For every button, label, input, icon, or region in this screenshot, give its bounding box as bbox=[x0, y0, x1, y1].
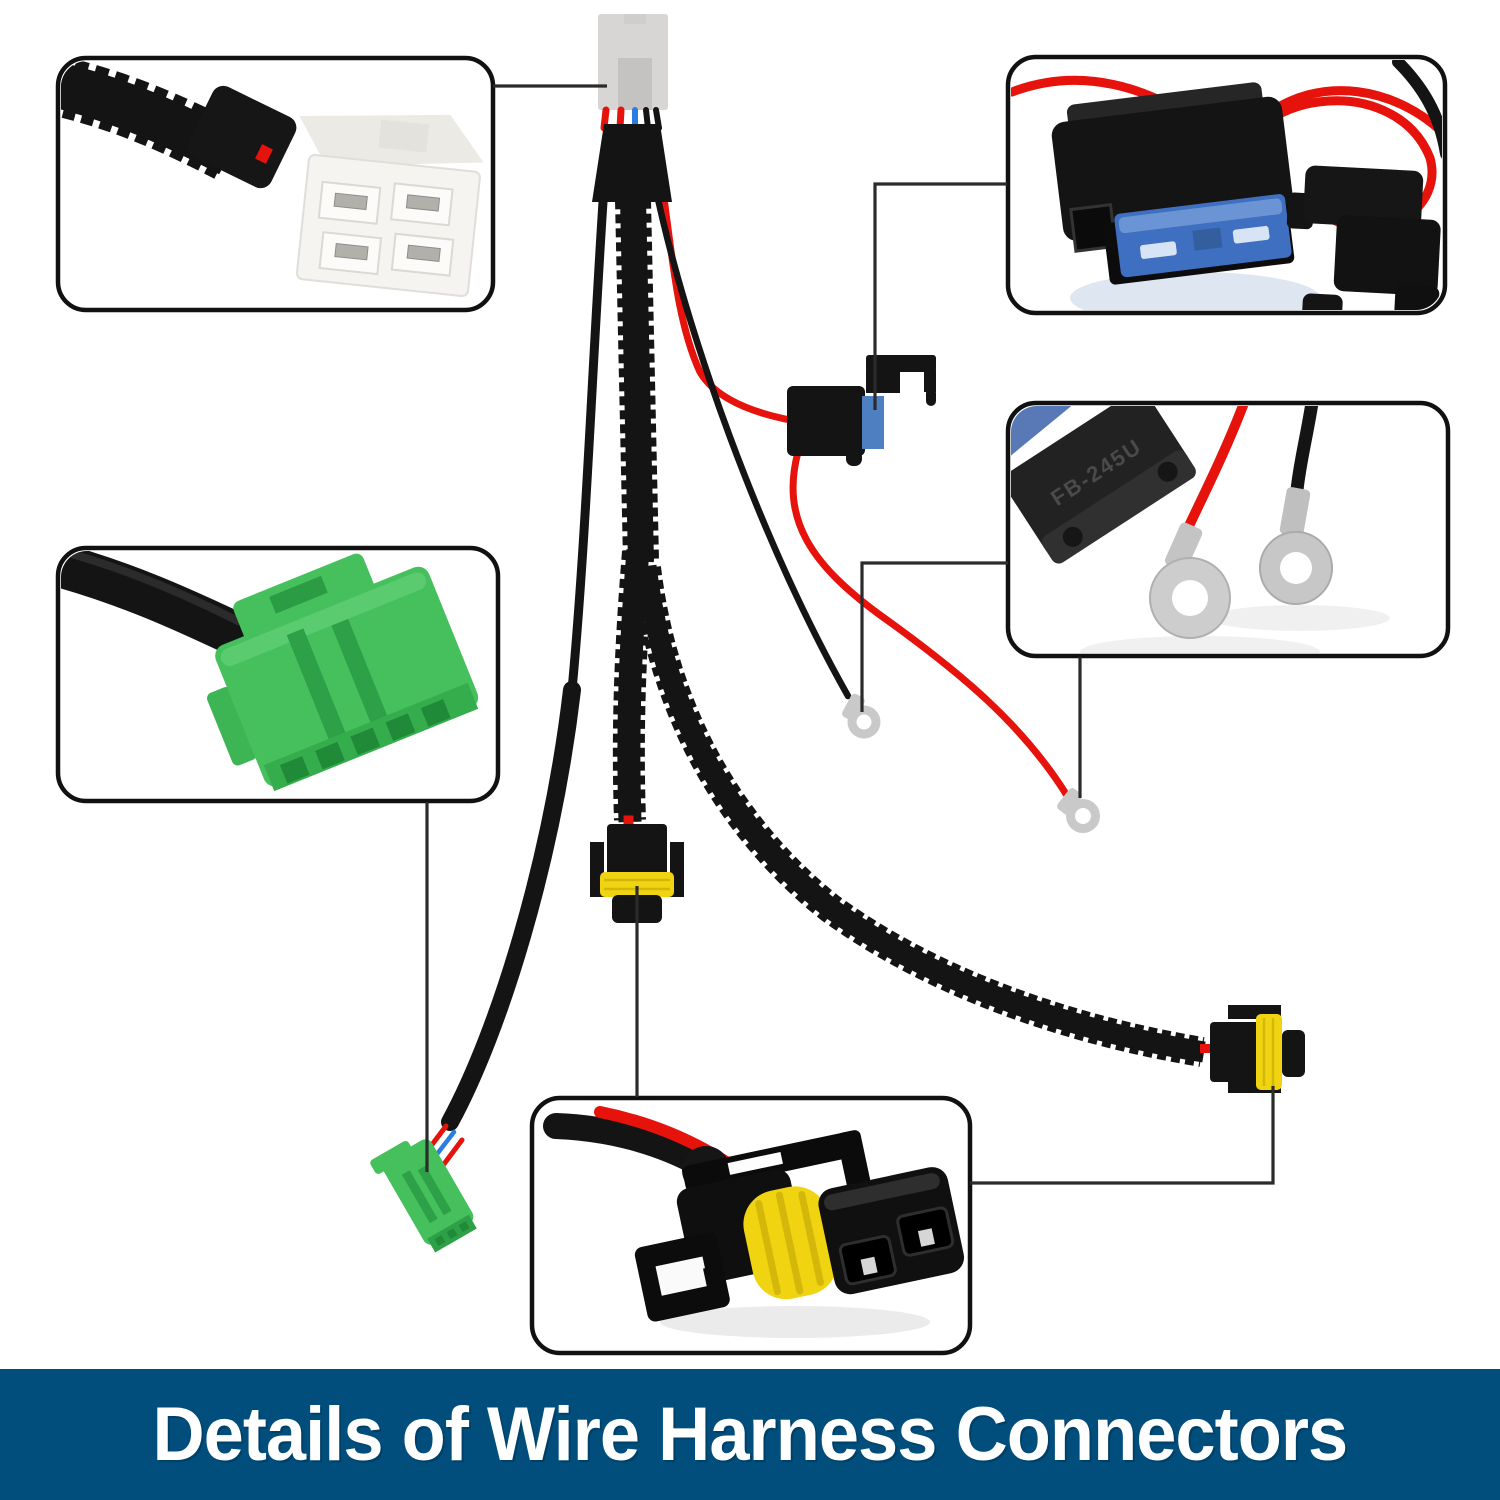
callout-line-ring1 bbox=[860, 561, 1008, 712]
photo-ring-terminals: FB-245U bbox=[1011, 406, 1390, 653]
banner-title: Details of Wire Harness Connectors bbox=[152, 1392, 1349, 1477]
title-banner: Details of Wire Harness Connectors bbox=[0, 1369, 1500, 1500]
relay bbox=[787, 386, 865, 466]
tape-wrap-cone bbox=[592, 124, 672, 202]
bulb-socket-right bbox=[1200, 1005, 1305, 1093]
photo-4pin-connector bbox=[61, 61, 484, 298]
callout-fuse-holder bbox=[1005, 54, 1448, 316]
ring-terminal-black bbox=[842, 693, 881, 739]
black-wire-to-ring1 bbox=[651, 181, 852, 700]
green-connector-end bbox=[370, 1123, 477, 1253]
photo-fuse-holder bbox=[1011, 60, 1442, 310]
wire-to-green-connector bbox=[441, 197, 608, 1131]
harness bbox=[370, 14, 1305, 1253]
blue-fuse bbox=[862, 396, 884, 449]
main-loom bbox=[615, 197, 659, 563]
red-wire-to-ring2 bbox=[789, 448, 1070, 798]
loom-branch-right bbox=[631, 564, 1206, 1067]
callout-line-socket-right bbox=[970, 1086, 1275, 1185]
callout-bulb-socket bbox=[529, 1095, 973, 1356]
callout-ring-terminals: FB-245U bbox=[1005, 400, 1451, 659]
photo-green-connector bbox=[61, 551, 479, 792]
white-connector-top bbox=[598, 14, 668, 110]
callout-green-connector bbox=[55, 545, 501, 804]
bulb-socket-center bbox=[590, 815, 684, 923]
callout-4pin-connector bbox=[55, 55, 496, 313]
ring-terminal-red bbox=[1057, 788, 1100, 833]
photo-bulb-socket bbox=[543, 1106, 965, 1338]
callout-line-fuse-holder bbox=[873, 182, 1007, 410]
callout-lines bbox=[425, 84, 1275, 1185]
